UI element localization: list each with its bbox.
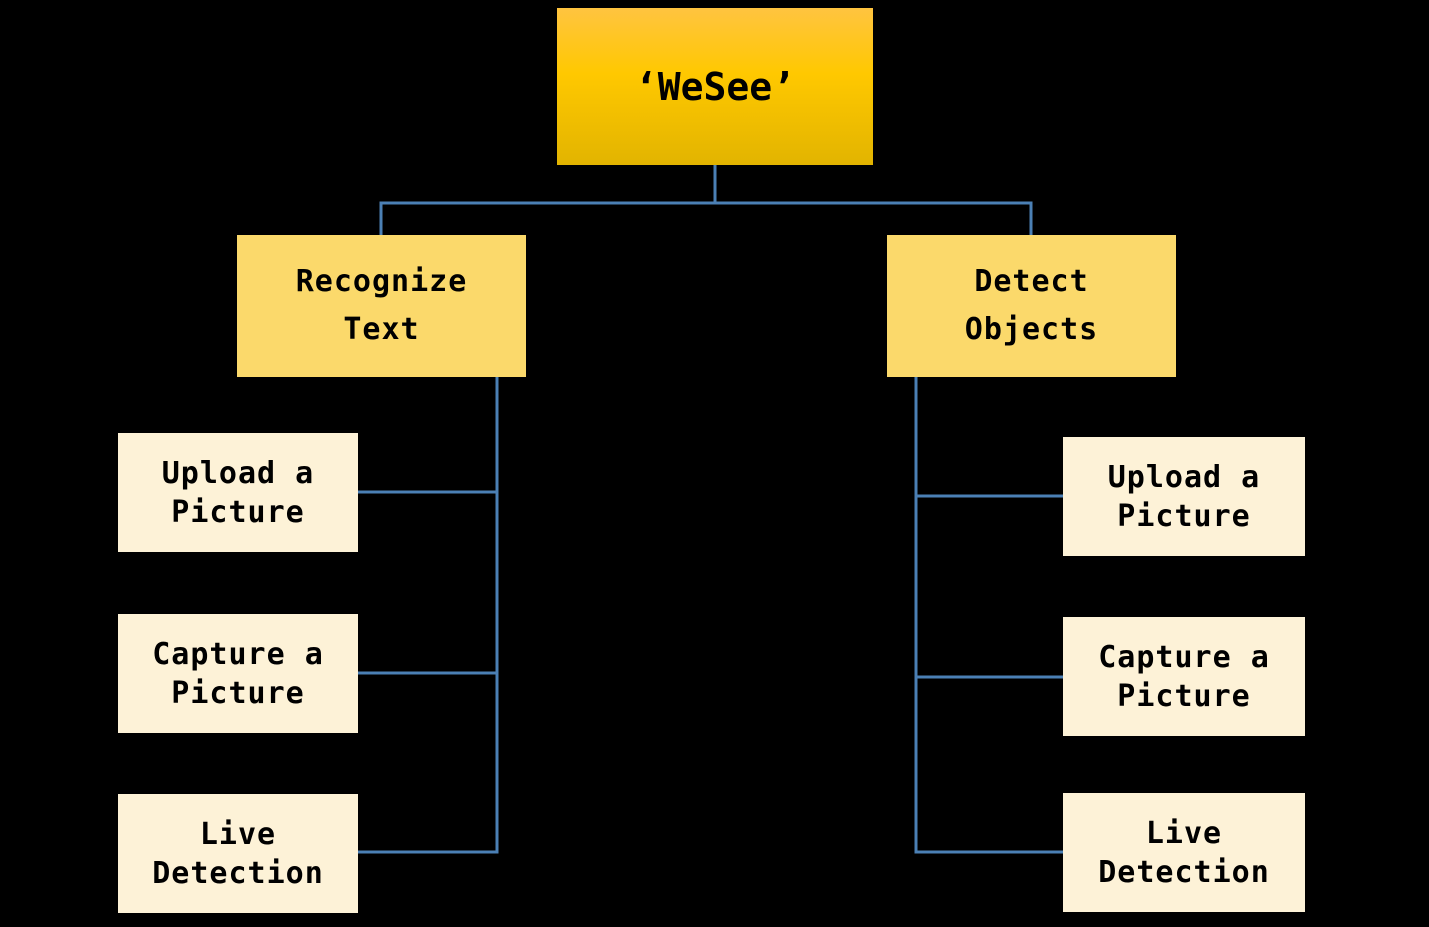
node-detect-live-detection: Live Detection xyxy=(1063,793,1305,912)
node-detect-upload-picture: Upload a Picture xyxy=(1063,437,1305,556)
node-detect-capture-picture-label: Capture a Picture xyxy=(1098,639,1270,714)
node-recognize-capture-picture-label: Capture a Picture xyxy=(152,636,324,711)
node-recognize-capture-picture: Capture a Picture xyxy=(118,614,358,733)
connector-right-branch xyxy=(914,377,1063,854)
node-recognize-text-label: Recognize Text xyxy=(295,264,468,347)
node-recognize-upload-picture-label: Upload a Picture xyxy=(161,455,315,530)
node-detect-upload-picture-label: Upload a Picture xyxy=(1107,459,1261,534)
node-detect-objects-label: Detect Objects xyxy=(964,264,1099,347)
connector-left-branch xyxy=(358,377,499,854)
node-recognize-upload-picture: Upload a Picture xyxy=(118,433,358,552)
node-recognize-text: Recognize Text xyxy=(237,235,526,377)
connector-root-to-branches xyxy=(379,165,1033,235)
node-detect-objects: Detect Objects xyxy=(887,235,1176,377)
node-recognize-live-detection: Live Detection xyxy=(118,794,358,913)
node-detect-capture-picture: Capture a Picture xyxy=(1063,617,1305,736)
node-detect-live-detection-label: Live Detection xyxy=(1098,815,1270,890)
node-root-label: ‘WeSee’ xyxy=(634,64,796,109)
node-recognize-live-detection-label: Live Detection xyxy=(152,816,324,891)
node-root-wesee: ‘WeSee’ xyxy=(557,8,873,165)
